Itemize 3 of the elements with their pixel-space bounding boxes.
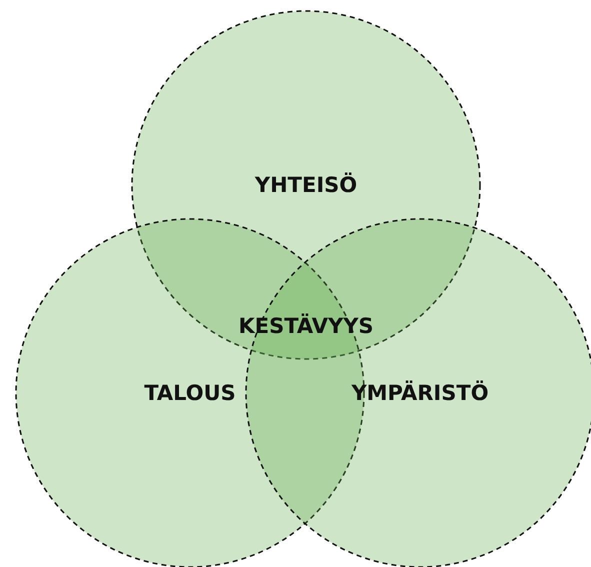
set-label: YMPÄRISTÖ bbox=[351, 381, 489, 405]
set-label: TALOUS bbox=[144, 381, 236, 405]
set-label: YHTEISÖ bbox=[254, 173, 358, 197]
